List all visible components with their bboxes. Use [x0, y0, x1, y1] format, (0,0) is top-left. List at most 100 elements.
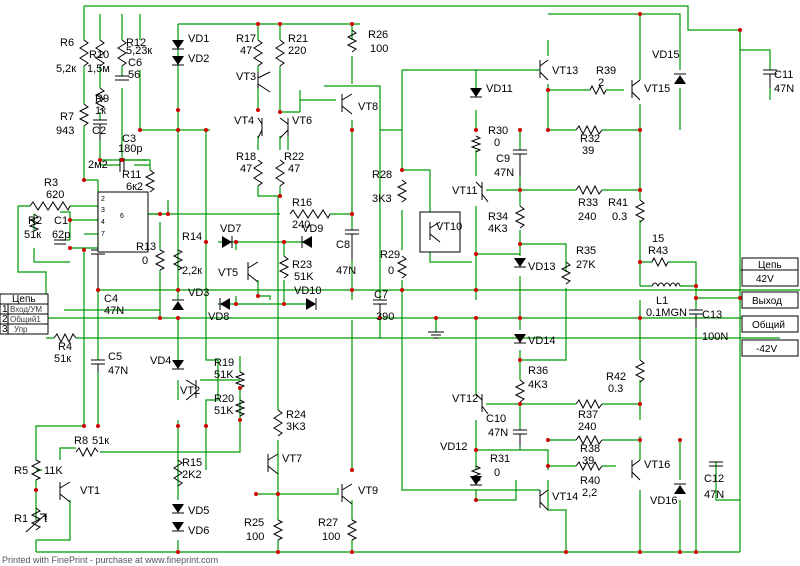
label-vt2: VT2: [180, 385, 200, 397]
label-r15-value: 2K2: [182, 469, 202, 481]
label-r36: R36: [528, 365, 548, 377]
label-r29-value: 0: [388, 265, 394, 277]
left-connector-name-3: Упр: [14, 325, 28, 334]
label-l1-value: 0.1MGN: [646, 307, 687, 319]
component-labels: R6 5,2к R10 1,5м R12 5,23к C6 56 R7 943 …: [14, 29, 794, 543]
label-vt13: VT13: [552, 65, 578, 77]
label-c8-value: 47N: [336, 265, 356, 277]
label-r43-value: 15: [652, 233, 664, 245]
label-c5: C5: [108, 351, 122, 363]
label-vt4: VT4: [234, 115, 254, 127]
label-c4-value: 47N: [104, 305, 124, 317]
label-c6-value: 56: [128, 69, 140, 81]
label-c9-value: 47N: [494, 167, 514, 179]
ground-symbol: [428, 331, 444, 339]
left-connector-num-2: 2: [2, 314, 8, 325]
label-r4-value: 51к: [54, 353, 71, 365]
label-vd2: VD2: [188, 53, 209, 65]
transistor-vt6: [279, 117, 289, 139]
label-c6: C6: [128, 57, 142, 69]
diode-vd5: [172, 504, 184, 514]
label-r23: R23: [292, 259, 312, 271]
transistor-vt15: [631, 79, 641, 101]
opamp-ic: [97, 191, 149, 253]
diode-vd11: [470, 88, 482, 98]
label-r25-value: 100: [246, 531, 264, 543]
label-r32-value: 39: [582, 145, 594, 157]
label-r24: R24: [286, 409, 306, 421]
label-r3: R3: [44, 177, 58, 189]
label-r37: R37: [578, 409, 598, 421]
inductor-l1: [651, 282, 681, 288]
label-c3-value: 180р: [118, 143, 142, 155]
label-r35: R35: [576, 245, 596, 257]
label-r33: R33: [578, 197, 598, 209]
left-connector-title: Цепь: [12, 294, 36, 305]
transistor-vt16: [631, 459, 641, 481]
label-vt12: VT12: [452, 393, 478, 405]
diode-vd13: [514, 258, 526, 268]
fineprint-footer: Printed with FinePrint - purchase at www…: [2, 555, 218, 565]
diode-vd16: [674, 483, 686, 494]
label-vt16: VT16: [644, 459, 670, 471]
label-vt1: VT1: [80, 485, 100, 497]
label-r21-value: 220: [288, 45, 306, 57]
label-vd7: VD7: [220, 223, 241, 235]
label-r27: R27: [318, 517, 338, 529]
label-r8-value: 51к: [92, 435, 109, 447]
label-r20-value: 51K: [214, 405, 234, 417]
diode-vd7: [222, 236, 233, 248]
label-r31-value: 0: [494, 467, 500, 479]
label-vd13: VD13: [528, 261, 556, 273]
transistor-vt5: [247, 261, 259, 283]
label-r9-value: 1к: [95, 105, 106, 117]
label-r34: R34: [488, 211, 508, 223]
transistor-vt2: [185, 379, 197, 401]
label-c11: C11: [774, 69, 793, 81]
label-r9: R9: [95, 93, 109, 105]
left-connector-name-2: Общий1: [10, 315, 41, 324]
label-r33-value: 240: [578, 211, 596, 223]
label-vt3: VT3: [236, 71, 256, 83]
label-r2-value: 51к: [24, 229, 41, 241]
label-vt5: VT5: [218, 267, 238, 279]
label-vd8: VD8: [208, 311, 229, 323]
label-r2: R2: [28, 215, 42, 227]
label-r26-value: 100: [370, 43, 388, 55]
label-vt9: VT9: [358, 485, 378, 497]
label-r41: R41: [608, 197, 628, 209]
r1-trim-arrow: [25, 513, 47, 533]
diode-vd15: [674, 73, 686, 84]
label-r36-value: 4K3: [528, 379, 548, 391]
ic-pin-6: 6: [120, 213, 124, 220]
right-connector: Цепь 42V Выход Общий -42V: [741, 257, 799, 357]
label-r13: R13: [136, 241, 156, 253]
label-r22-value: 47: [288, 163, 300, 175]
ic-pin-3: 3: [101, 207, 105, 214]
label-vt15: VT15: [644, 83, 670, 95]
label-c5-value: 47N: [108, 365, 128, 377]
label-r18: R18: [236, 151, 256, 163]
transistor-vt3: [257, 71, 271, 93]
label-r17: R17: [236, 33, 256, 45]
label-r24-value: 3K3: [286, 421, 306, 433]
left-connector-num-3: 3: [2, 324, 8, 335]
right-connector-title: Цепь: [758, 260, 782, 271]
label-r28-value: 3K3: [372, 193, 392, 205]
label-r25: R25: [244, 517, 264, 529]
transistor-vt13: [539, 59, 549, 81]
label-r39-value: 2: [598, 77, 604, 89]
transistor-vt12: [475, 393, 489, 415]
label-r6: R6: [60, 37, 74, 49]
label-c2-value: 2м2: [88, 159, 108, 171]
label-c7-value: 390: [376, 311, 394, 323]
diode-vd1: [172, 40, 184, 50]
label-r10: R10: [89, 49, 109, 61]
diode-vd3: [172, 299, 184, 310]
transistors: [59, 59, 641, 511]
label-c4: C4: [104, 293, 118, 305]
label-c9: C9: [496, 153, 510, 165]
left-connector-name-1: Вход/УМ: [10, 305, 42, 314]
label-vd10: VD10: [294, 285, 322, 297]
label-r43: R43: [648, 245, 668, 257]
